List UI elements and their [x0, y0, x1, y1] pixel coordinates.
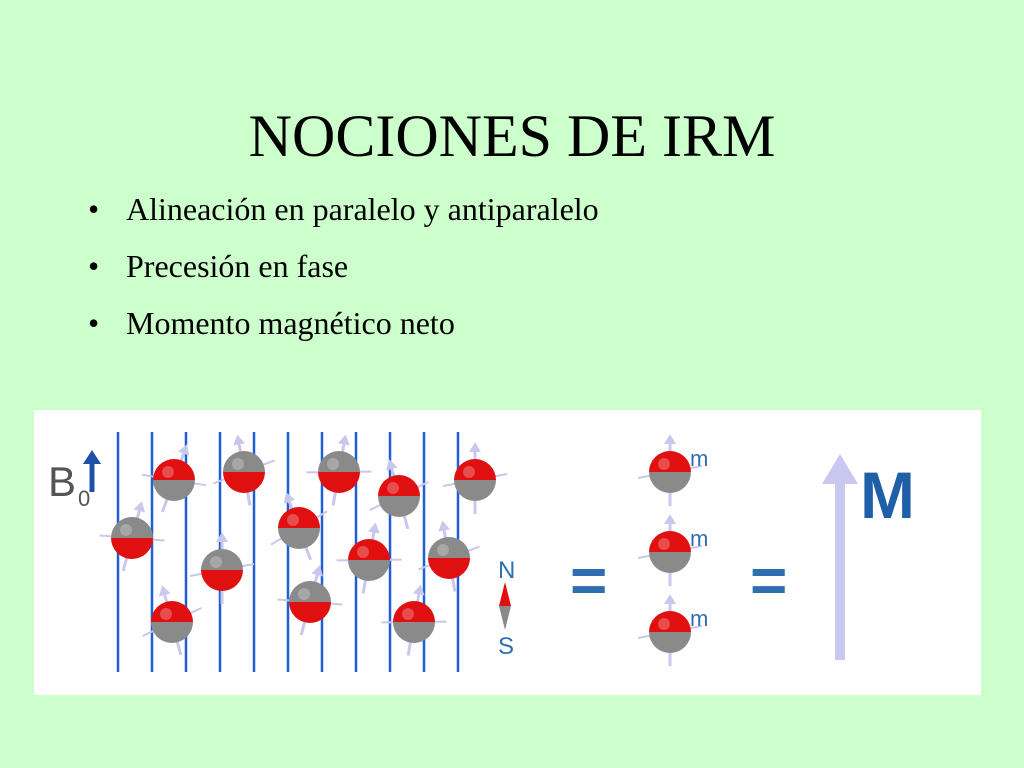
- bullet-item: • Alineación en paralelo y antiparalelo: [88, 190, 599, 247]
- bullet-item: • Momento magnético neto: [88, 304, 599, 361]
- proton-icon: [637, 594, 703, 666]
- proton-icon: [336, 522, 402, 594]
- proton-icon: [637, 514, 703, 586]
- moment-label-3: m: [690, 606, 708, 631]
- protons-group: [99, 434, 508, 656]
- bullet-dot: •: [88, 191, 100, 227]
- proton-icon: [442, 442, 508, 514]
- proton-icon: [418, 520, 480, 592]
- bullet-list: • Alineación en paralelo y antiparalelo •…: [88, 190, 599, 361]
- bullet-item: • Precesión en fase: [88, 247, 599, 304]
- bullet-text: Momento magnético neto: [126, 305, 455, 341]
- equals-sign-1: =: [570, 544, 607, 616]
- net-magnetization-arrow-icon: [822, 454, 858, 660]
- bullet-text: Alineación en paralelo y antiparalelo: [126, 191, 599, 227]
- net-magnetization-label: M: [860, 458, 915, 532]
- compass-north-label: N: [498, 557, 515, 584]
- b0-letter: B: [48, 458, 76, 505]
- mri-diagram: B 0 N S = m m m = M: [34, 410, 981, 695]
- bullet-dot: •: [88, 305, 100, 341]
- proton-icon: [381, 584, 447, 656]
- proton-icon: [141, 444, 207, 513]
- b0-label: B 0: [48, 450, 101, 511]
- compass-south-label: S: [498, 633, 514, 660]
- proton-icon: [213, 434, 275, 506]
- aligned-moments: [637, 434, 703, 666]
- proton-icon: [189, 532, 255, 604]
- compass-needle-south: [499, 606, 511, 630]
- moment-label-2: m: [690, 526, 708, 551]
- proton-icon: [306, 434, 372, 506]
- mri-diagram-canvas: B 0 N S = m m m = M: [48, 432, 915, 672]
- b0-arrow-icon: [83, 450, 101, 492]
- bullet-text: Precesión en fase: [126, 248, 349, 284]
- slide-title: NOCIONES DE IRM: [248, 103, 776, 169]
- equals-sign-2: =: [750, 544, 787, 616]
- compass-icon: N S: [498, 557, 515, 660]
- proton-icon: [277, 565, 343, 636]
- proton-icon: [142, 585, 202, 656]
- proton-icon: [369, 459, 429, 530]
- bullet-dot: •: [88, 248, 100, 284]
- b0-subscript: 0: [78, 486, 90, 511]
- proton-icon: [637, 434, 703, 506]
- proton-icon: [99, 501, 165, 572]
- compass-needle-north: [499, 582, 511, 606]
- proton-icon: [270, 492, 328, 561]
- moment-label-1: m: [690, 446, 708, 471]
